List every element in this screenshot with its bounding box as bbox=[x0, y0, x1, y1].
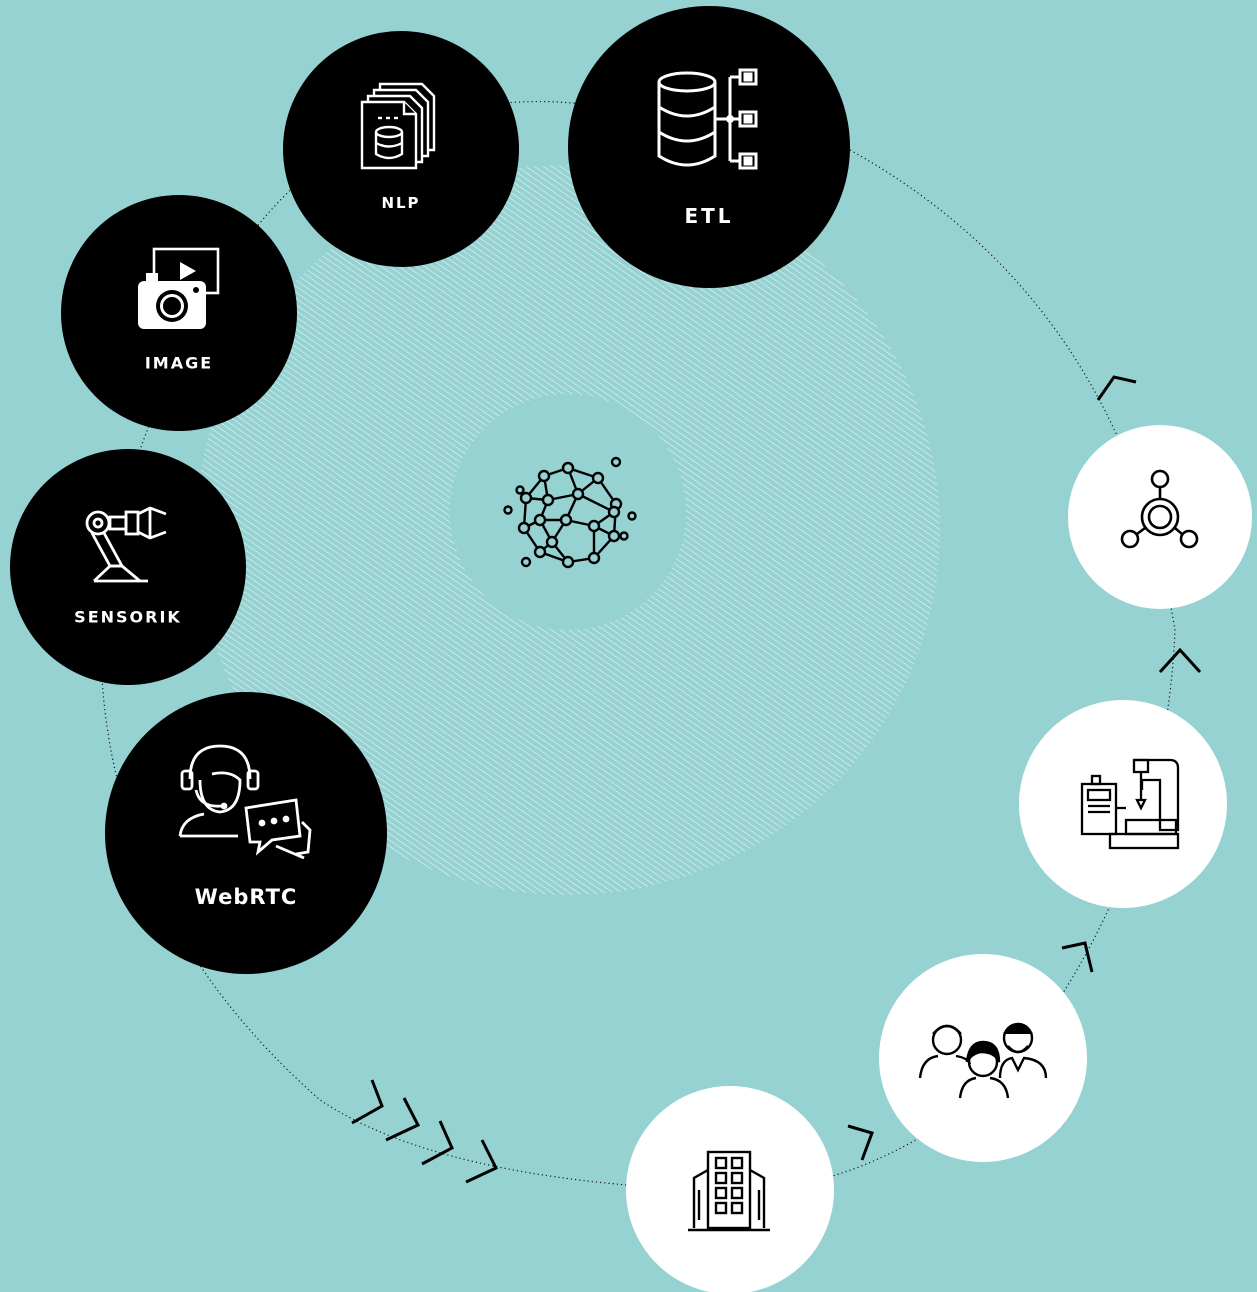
network-hub-icon bbox=[1120, 469, 1199, 549]
headset-chat-icon bbox=[178, 744, 312, 860]
step-node-network[interactable] bbox=[1068, 425, 1252, 609]
database-etl-icon bbox=[657, 68, 758, 170]
arrow-chevron bbox=[421, 1120, 454, 1166]
source-node-sensorik[interactable] bbox=[10, 449, 246, 685]
image-label: IMAGE bbox=[144, 353, 214, 373]
source-node-nlp[interactable] bbox=[283, 31, 519, 267]
arrow-chevron bbox=[351, 1079, 384, 1125]
robot-arm-icon bbox=[85, 506, 167, 583]
source-node-webrtc[interactable] bbox=[105, 692, 387, 974]
arrow-chevron bbox=[1158, 647, 1202, 674]
step-node-people[interactable] bbox=[879, 954, 1087, 1162]
document-stack-icon bbox=[360, 82, 436, 170]
office-building-icon bbox=[688, 1150, 770, 1232]
source-node-image[interactable] bbox=[61, 195, 297, 431]
flow-arrows bbox=[351, 375, 1202, 1184]
camera-video-icon bbox=[138, 247, 220, 329]
neural-network-icon bbox=[503, 456, 637, 569]
arrow-chevron bbox=[1096, 375, 1137, 401]
etl-label: ETL bbox=[684, 204, 734, 228]
arrow-chevron bbox=[1061, 941, 1094, 973]
hatched-ring bbox=[196, 165, 940, 895]
cnc-machine-icon bbox=[1080, 758, 1180, 850]
step-node-machine[interactable] bbox=[1019, 700, 1227, 908]
sensorik-label: SENSORIK bbox=[74, 607, 182, 627]
source-node-etl[interactable] bbox=[568, 6, 850, 288]
arrow-chevron bbox=[847, 1124, 874, 1161]
user-group-icon bbox=[918, 1022, 1048, 1099]
arrow-chevron bbox=[385, 1097, 421, 1142]
webrtc-label: WebRTC bbox=[194, 885, 298, 909]
arrow-chevron bbox=[465, 1139, 499, 1184]
step-node-building[interactable] bbox=[626, 1086, 834, 1292]
nlp-label: NLP bbox=[381, 194, 421, 212]
